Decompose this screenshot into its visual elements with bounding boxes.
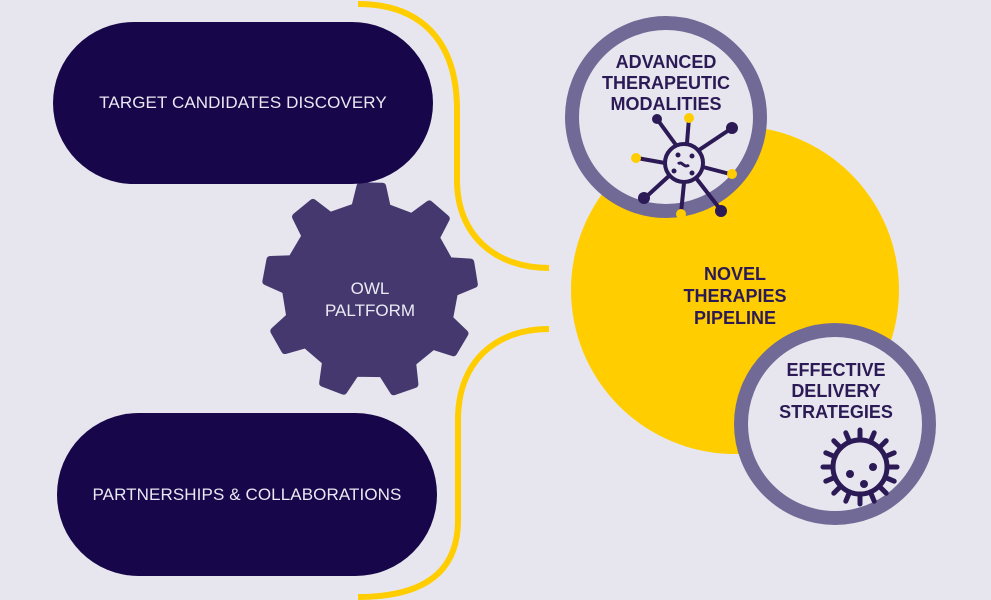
- owl-platform-label: OWL PALTFORM: [300, 278, 440, 322]
- label-line: THERAPEUTIC: [601, 73, 730, 93]
- delivery-ring: [734, 323, 936, 525]
- gear-icon: [262, 182, 478, 396]
- virus-spike: [882, 450, 897, 460]
- label-line: MODALITIES: [610, 94, 722, 114]
- label-line: THERAPIES: [683, 286, 787, 306]
- label-line: STRATEGIES: [779, 402, 893, 422]
- virus-dot: [846, 470, 854, 478]
- modalities-ring: [565, 16, 767, 218]
- pill-label: TARGET CANDIDATES DISCOVERY: [99, 93, 387, 112]
- label-line: DELIVERY: [791, 381, 881, 401]
- virus-dot: [860, 480, 868, 488]
- label-line: NOVEL: [703, 264, 766, 284]
- virus-spike: [843, 489, 853, 504]
- advanced-therapeutic-modalities-label: ADVANCED THERAPEUTIC MODALITIES: [590, 52, 742, 115]
- virus-spike: [831, 438, 844, 451]
- molecule-icon: [631, 113, 738, 219]
- connector-top: [357, 1, 550, 271]
- gear-body: [262, 182, 478, 396]
- label-line: PIPELINE: [693, 308, 777, 328]
- virus-spike: [876, 438, 889, 451]
- novel-therapies-pipeline-label: NOVEL THERAPIES PIPELINE: [640, 263, 830, 329]
- virus-spike: [843, 430, 853, 445]
- virus-dot: [869, 463, 877, 471]
- effective-delivery-strategies-label: EFFECTIVE DELIVERY STRATEGIES: [760, 360, 912, 423]
- connector-bottom: [357, 326, 550, 600]
- label-line: PALTFORM: [324, 301, 416, 320]
- label-line: ADVANCED: [615, 52, 717, 72]
- target-candidates-discovery-pill: TARGET CANDIDATES DISCOVERY: [53, 22, 433, 184]
- virus-spike: [867, 430, 877, 445]
- label-line: OWL: [350, 279, 390, 298]
- virus-spike: [823, 450, 838, 460]
- virus-spike: [876, 483, 889, 496]
- virus-spike: [867, 489, 877, 504]
- virus-spike: [831, 483, 844, 496]
- virus-spike: [823, 474, 838, 484]
- pill-label: PARTNERSHIPS & COLLABORATIONS: [92, 484, 402, 504]
- label-line: EFFECTIVE: [786, 360, 886, 380]
- virus-spike: [882, 474, 897, 484]
- virus-icon: [820, 427, 900, 507]
- partnerships-collaborations-pill: PARTNERSHIPS & COLLABORATIONS: [57, 413, 437, 576]
